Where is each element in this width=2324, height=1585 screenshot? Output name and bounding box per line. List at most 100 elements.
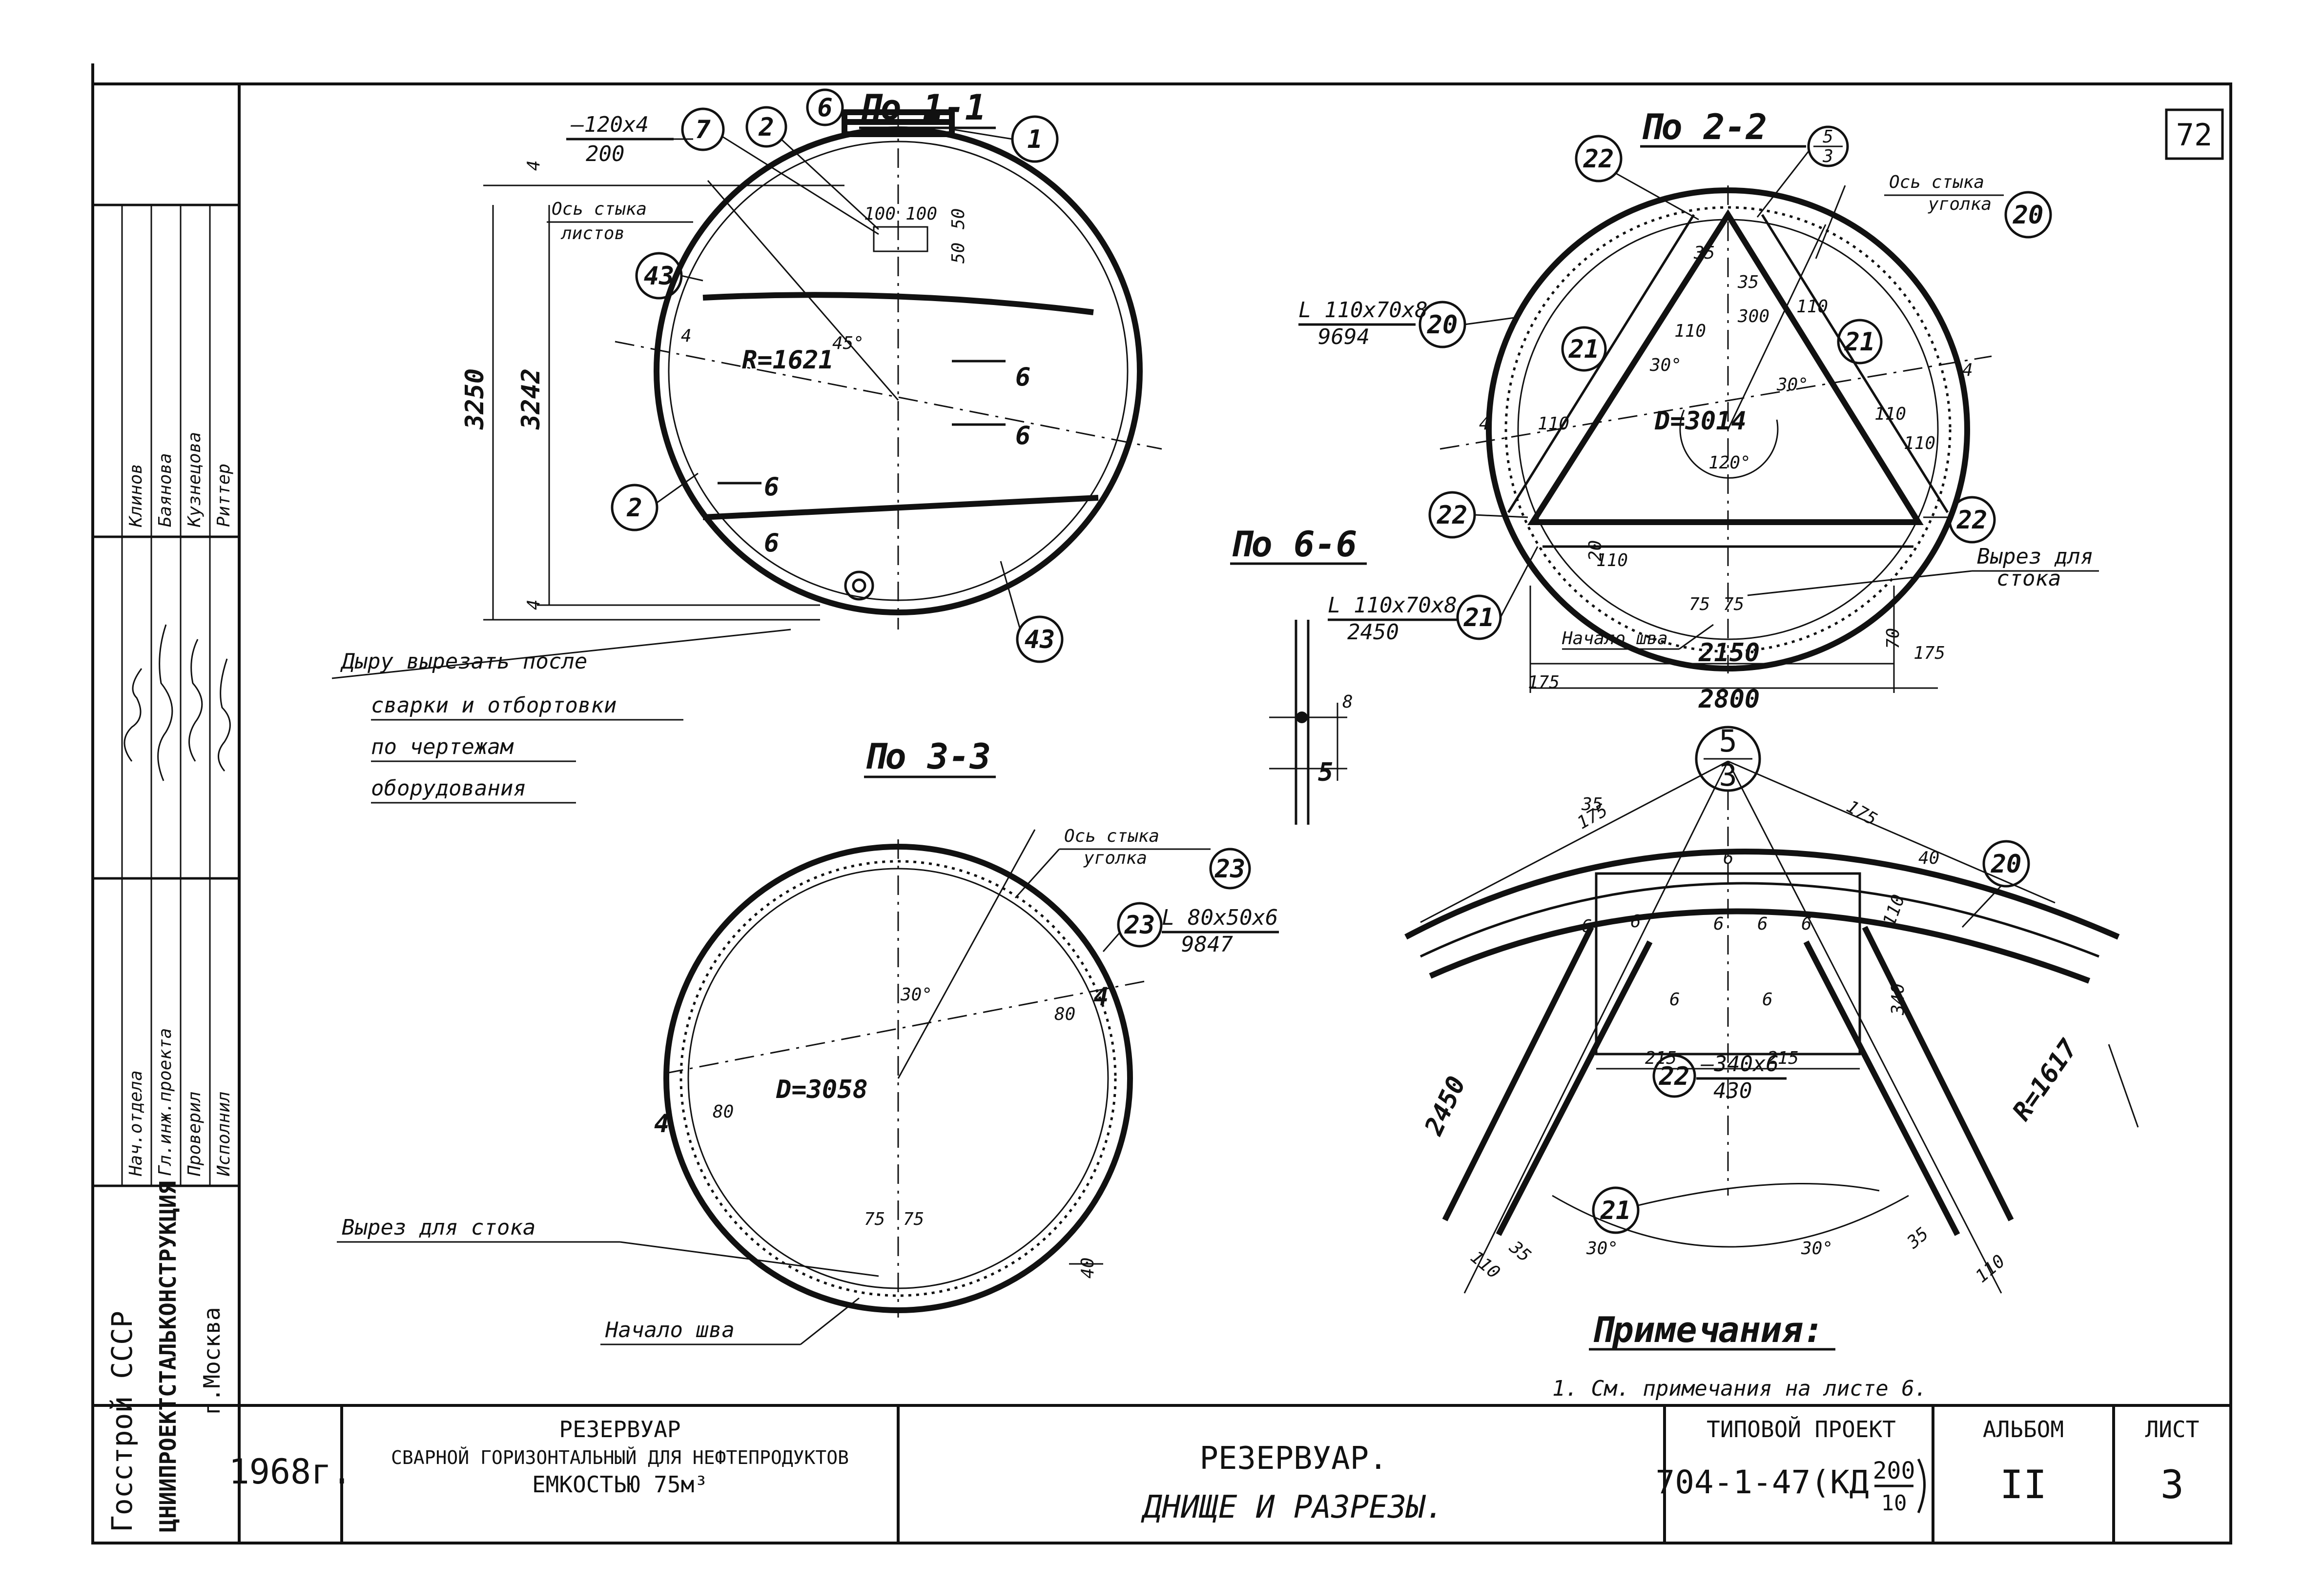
plate-spec-s11: —120x4 [570, 112, 649, 137]
stamp-city: г.Москва [199, 1307, 225, 1415]
svg-text:20: 20 [1585, 540, 1605, 561]
stamp-role-3: Проверил [185, 1092, 205, 1177]
svg-text:6: 6 [1723, 848, 1734, 868]
svg-text:110: 110 [1972, 1251, 2009, 1287]
angle-spec-s22-2: L 110x70x8 [1328, 593, 1457, 618]
signature-4 [218, 658, 231, 772]
svg-text:30°: 30° [900, 985, 932, 1005]
brace-triangle [1527, 209, 1924, 525]
section-2-2-title: По 2-2 [1640, 106, 1767, 147]
svg-text:120°: 120° [1708, 453, 1751, 473]
callout-22-left: 22 [1428, 491, 1476, 539]
svg-text:175: 175 [1913, 643, 1945, 663]
svg-text:110: 110 [1874, 404, 1906, 424]
dim-2800: 2800 [1698, 685, 1760, 714]
svg-text:8: 8 [1342, 692, 1353, 712]
note-s11-line4: оборудования [371, 776, 526, 801]
svg-text:200: 200 [1873, 1457, 1915, 1484]
svg-text:9694: 9694 [1318, 325, 1370, 349]
diameter-d3014: D=3014 [1654, 406, 1747, 436]
svg-text:215: 215 [1767, 1048, 1799, 1068]
svg-text:6: 6 [1015, 363, 1030, 392]
notes-heading: Примечания: [1591, 1309, 1824, 1350]
svg-text:5: 5 [1719, 723, 1737, 759]
callout-20-a: 20 [2004, 191, 2052, 239]
plate-spec-node: —340x6 [1700, 1052, 1779, 1077]
svg-text:6: 6 [1582, 916, 1592, 936]
callout-7: 7 [681, 107, 725, 151]
album-label: АЛЬБОМ [1983, 1416, 2064, 1443]
svg-text:3: 3 [1822, 146, 1833, 166]
callout-5-3: 5 3 [1807, 125, 1849, 167]
callout-node-5-3: 5 3 [1695, 723, 1761, 793]
title-block: 1968г. РЕЗЕРВУАР СВАРНОЙ ГОРИЗОНТАЛЬНЫЙ … [229, 1405, 2200, 1543]
ring-outer [1404, 849, 2120, 940]
stamp-name-1: Клинов [126, 464, 146, 528]
dim-3250: 3250 [460, 368, 490, 430]
svg-text:уголка: уголка [1083, 848, 1147, 868]
callout-6: 6 [806, 88, 844, 126]
svg-text:7: 7 [695, 115, 711, 144]
stamp-name-4: Риттер [214, 464, 234, 527]
svg-text:110: 110 [1596, 550, 1628, 570]
svg-text:22: 22 [1659, 1062, 1690, 1091]
svg-text:4: 4 [524, 599, 544, 610]
year: 1968г. [229, 1452, 352, 1492]
svg-text:50: 50 [948, 243, 968, 264]
svg-text:200: 200 [586, 142, 624, 166]
drain-cut-s33: Вырез для стока [342, 1215, 535, 1240]
svg-text:20: 20 [2013, 201, 2044, 230]
svg-text:35: 35 [1903, 1224, 1933, 1253]
svg-text:уголка: уголка [1928, 194, 1992, 214]
svg-text:110: 110 [1879, 892, 1909, 929]
callout-22-top: 22 [1575, 135, 1623, 183]
svg-text:30°: 30° [1801, 1239, 1833, 1259]
weld-start-s22: Начало шва [1562, 629, 1668, 649]
dim-3242: 3242 [516, 368, 546, 430]
svg-text:10: 10 [1881, 1491, 1907, 1516]
sheet-value: 3 [2160, 1462, 2184, 1507]
callout-21-bottom: 21 [1456, 594, 1502, 640]
drawing-title-1: РЕЗЕРВУАР. [1199, 1441, 1387, 1477]
section-6-6-title: По 6-6 [1230, 524, 1357, 565]
svg-text:4: 4 [524, 160, 544, 171]
svg-text:75: 75 [1689, 594, 1710, 614]
svg-text:22: 22 [1437, 501, 1468, 530]
stamp-role-1: Нач.отдела [126, 1070, 146, 1177]
node-5-3: 5 3 175 175 2450 340 110 215 215 110 35 … [1404, 723, 2139, 1294]
section-2-2: По 2-2 D=3014 30° 30° 120° 35 35 110 300… [1298, 106, 2099, 714]
brace-left [1442, 926, 1653, 1236]
svg-text:6: 6 [1713, 914, 1724, 934]
svg-text:100: 100 [905, 204, 937, 224]
svg-text:75: 75 [1723, 594, 1744, 614]
svg-text:35: 35 [1693, 243, 1715, 263]
callout-20-node: 20 [1982, 840, 2030, 888]
svg-text:стока: стока [1996, 566, 2061, 591]
svg-text:4: 4 [654, 1109, 669, 1138]
callout-22-node: 22 [1652, 1054, 1696, 1098]
svg-text:80: 80 [1054, 1004, 1075, 1024]
svg-text:75: 75 [903, 1209, 924, 1229]
callout-21-node: 21 [1592, 1186, 1640, 1234]
svg-text:6: 6 [1669, 990, 1680, 1010]
note-s11-line3: по чертежам [371, 734, 514, 759]
section-6-6: По 6-6 8 5 [1230, 524, 1367, 825]
svg-text:110: 110 [1796, 297, 1828, 317]
section-3-3: По 3-3 D=3058 30° 80 80 4 4 75 75 40 23 … [337, 736, 1279, 1345]
svg-text:40: 40 [1918, 848, 1939, 868]
radius-r1621: R=1621 [742, 345, 834, 375]
callout-43b: 43 [1016, 615, 1064, 663]
angle-spec-s33: L 80x50x6 [1162, 905, 1278, 930]
svg-text:110: 110 [1538, 414, 1569, 434]
project-code: 704-1-47(КД [1655, 1463, 1869, 1501]
stamp-name-2: Баянова [155, 453, 175, 527]
joint-axis-label-s33: Ось стыка [1064, 826, 1159, 846]
svg-text:6: 6 [817, 93, 832, 122]
svg-text:21: 21 [1463, 603, 1495, 632]
svg-text:72: 72 [2176, 117, 2213, 153]
svg-text:6: 6 [764, 472, 779, 502]
callout-2a: 2 [745, 106, 787, 148]
section-1-1: По 1-1 R=1621 45° 100 100 50 50 6 6 6 6 [331, 87, 1162, 804]
sheet-label: ЛИСТ [2145, 1416, 2200, 1443]
